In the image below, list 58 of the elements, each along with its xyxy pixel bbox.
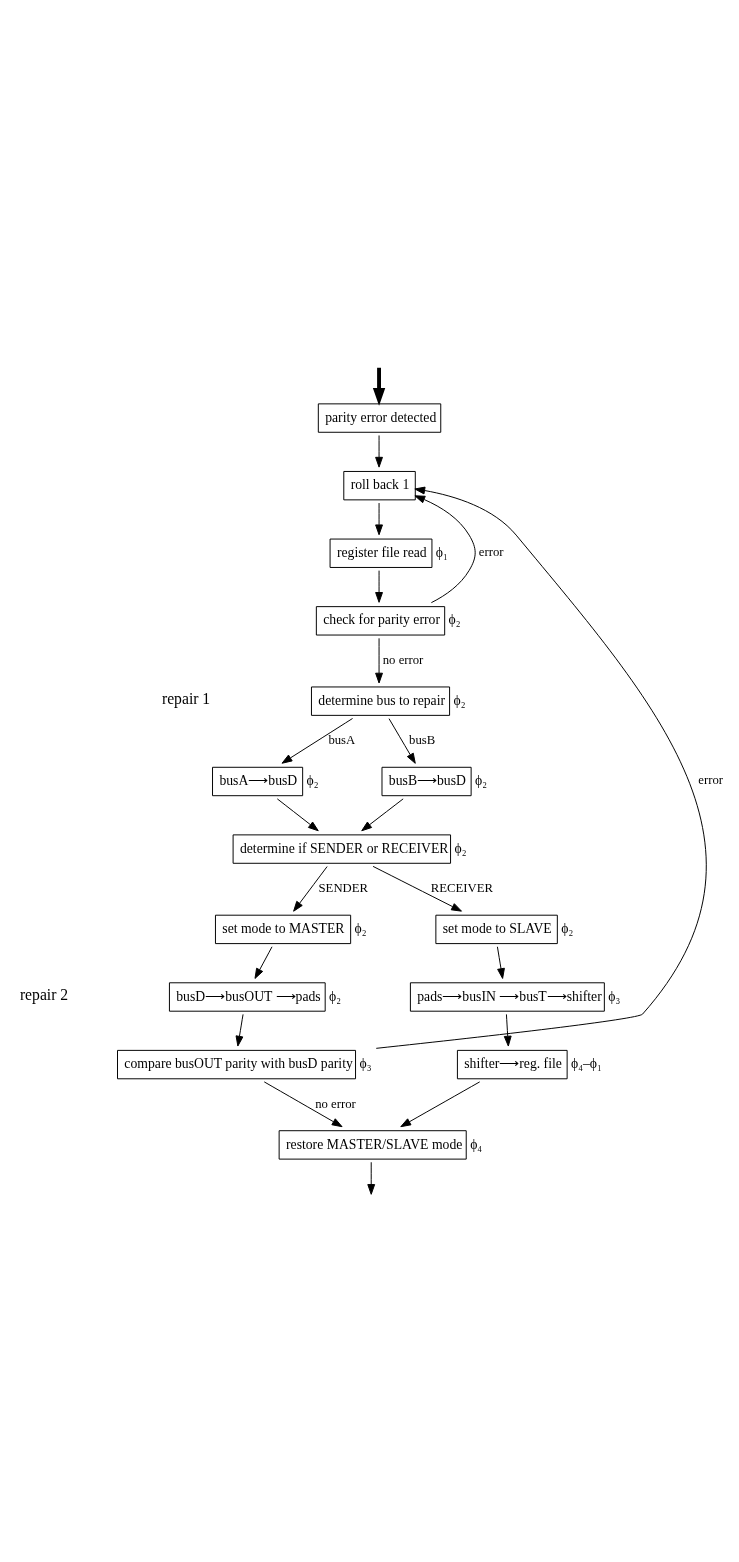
arrow xyxy=(388,718,416,764)
arrow xyxy=(372,865,462,912)
arrow xyxy=(375,570,383,603)
node-label: ϕ₄ xyxy=(470,1136,483,1152)
node-label: ϕ₂ xyxy=(475,773,488,789)
node-label: ϕ₂ xyxy=(354,921,367,937)
arrow xyxy=(414,495,476,604)
edge-label: RECEIVER xyxy=(430,881,493,896)
node-box: register file read xyxy=(329,538,433,568)
arrow xyxy=(263,1081,343,1128)
node-box: busD⟶busOUT ⟶pads xyxy=(168,982,326,1012)
arrow xyxy=(361,798,404,832)
edge-label: busB xyxy=(409,733,436,748)
node-box: restore MASTER/SLAVE mode xyxy=(278,1130,467,1160)
arrow xyxy=(276,798,319,832)
arrow xyxy=(375,502,383,536)
node-box: busA⟶busD xyxy=(212,766,304,797)
node-label: ϕ₂ xyxy=(561,921,574,937)
arrow xyxy=(367,1161,376,1195)
node-box: determine if SENDER or RECEIVER xyxy=(232,834,452,864)
arrow xyxy=(372,367,386,406)
edge-label: no error xyxy=(382,652,424,667)
node-box: check for parity error xyxy=(315,606,446,636)
arrow xyxy=(375,637,383,684)
arrow xyxy=(254,946,273,979)
edge-label: error xyxy=(698,773,723,788)
arrow xyxy=(375,434,383,468)
arrow xyxy=(293,866,328,912)
node-box: parity error detected xyxy=(317,403,442,433)
arrow xyxy=(400,1081,481,1128)
node-box: set mode to SLAVE xyxy=(435,914,558,945)
node-label: ϕ₂ xyxy=(454,840,467,856)
node-label: ϕ₁ xyxy=(435,544,448,560)
node-box: set mode to MASTER xyxy=(214,914,352,945)
node-label: ϕ₂ xyxy=(306,773,319,789)
edge-label: no error xyxy=(315,1096,356,1111)
label: repair 1 xyxy=(161,690,211,708)
edge-label: SENDER xyxy=(318,881,369,896)
node-label: ϕ₂ xyxy=(329,988,342,1004)
node-label: ϕ₃ xyxy=(359,1056,372,1072)
label: repair 2 xyxy=(19,986,69,1004)
arrow xyxy=(503,1013,512,1047)
node-box: busB⟶busD xyxy=(381,766,472,797)
node-label: ϕ₂ xyxy=(453,692,466,708)
arrow xyxy=(281,717,354,764)
edge-label: busA xyxy=(328,733,356,748)
node-box: pads⟶busIN ⟶busT⟶shifter xyxy=(409,982,605,1012)
node-box: roll back 1 xyxy=(343,470,416,501)
node-box: compare busOUT parity with busD parity xyxy=(117,1049,357,1080)
arrow xyxy=(496,946,505,979)
node-label: ϕ₂ xyxy=(448,612,461,628)
arrow xyxy=(375,486,707,1049)
node-box: shifter⟶reg. file xyxy=(456,1049,568,1080)
node-label: ϕ₃ xyxy=(608,988,621,1004)
edge-label: error xyxy=(478,545,504,560)
node-box: determine bus to repair xyxy=(310,686,451,716)
arrow xyxy=(235,1013,244,1047)
node-label: ϕ₄–ϕ₁ xyxy=(571,1056,602,1072)
